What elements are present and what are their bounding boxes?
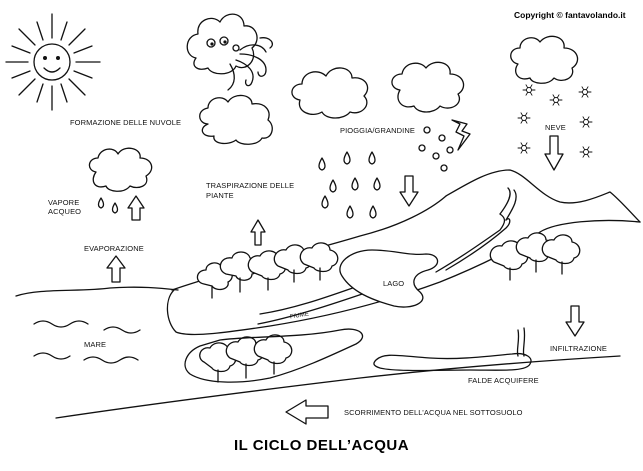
lake (339, 249, 439, 308)
label-sea: MARE (84, 340, 107, 349)
snow-down-arrow-icon (544, 135, 564, 171)
copyright-text: Copyright © fantavolando.it (514, 10, 626, 20)
hail-cloud-icon (391, 61, 465, 113)
label-cloud-formation: FORMAZIONE DELLE NUVOLE (70, 118, 182, 127)
infiltration-channel (516, 327, 526, 357)
raindrop-icons (318, 151, 381, 219)
label-snow: NEVE (545, 123, 566, 132)
ground-divider (55, 355, 621, 419)
wind-cloud-icon (186, 13, 274, 91)
label-transpiration-line1: TRASPIRAZIONE DELLE (206, 181, 295, 190)
trees-lower (199, 334, 293, 383)
label-water-vapor-line2: ACQUEO (48, 207, 82, 216)
formation-cloud-icon (199, 94, 273, 145)
rain-cloud-icon (291, 67, 369, 119)
rain-down-arrow-icon (399, 175, 419, 207)
land-lower-edge (166, 219, 641, 336)
label-aquifers: FALDE ACQUIFERE (468, 376, 539, 385)
label-transpiration-line2: PIANTE (206, 191, 234, 200)
sun-icon (5, 13, 101, 111)
label-rain-hail: PIOGGIA/GRANDINE (340, 126, 415, 135)
subsoil-flow-arrow-icon (285, 399, 329, 425)
label-lake: LAGO (383, 279, 405, 288)
groundwater-layer (373, 352, 532, 372)
trees-upper (196, 242, 339, 299)
snow-cloud-icon (510, 35, 579, 84)
mountain-outline (445, 169, 641, 223)
river-source (499, 187, 517, 221)
transpiration-up-arrow-icon (250, 219, 266, 246)
evaporation-lower-up-arrow-icon (106, 255, 126, 283)
label-infiltration: INFILTRAZIONE (550, 344, 607, 353)
vapor-drops (97, 197, 119, 214)
infiltration-down-arrow-icon (565, 305, 585, 337)
trees-right (489, 232, 581, 281)
sea-waves (33, 320, 141, 364)
shoreline (15, 286, 179, 297)
page-title: IL CICLO DELL’ACQUA (233, 437, 410, 454)
subsoil-pocket (184, 328, 364, 383)
label-water-vapor-line1: VAPORE (48, 198, 80, 207)
river-up (435, 213, 511, 273)
evaporation-up-arrow-icon (127, 195, 145, 221)
label-evaporation: EVAPORAZIONE (84, 244, 144, 253)
vapor-cloud-icon (88, 147, 153, 192)
hail-icons (418, 126, 454, 172)
label-subsoil-flow: SCORRIMENTO DELL’ACQUA NEL SOTTOSUOLO (344, 408, 523, 417)
lightning-icon (451, 119, 471, 151)
snowflake-icons (517, 84, 593, 158)
